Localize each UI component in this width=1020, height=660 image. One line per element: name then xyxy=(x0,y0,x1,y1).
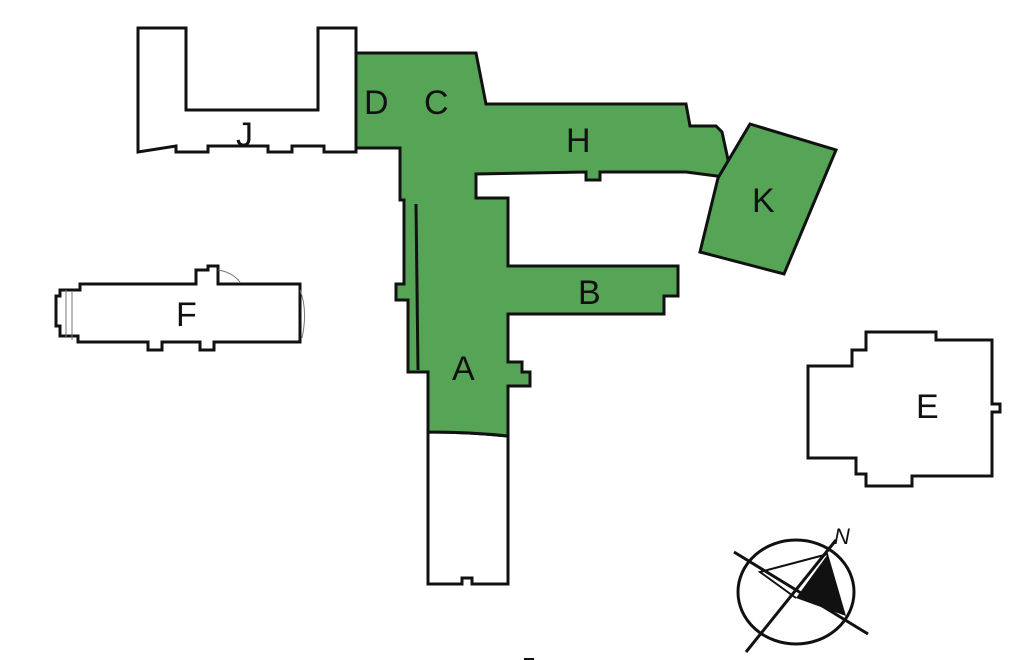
building-label-h: H xyxy=(566,122,591,160)
building-label-f: F xyxy=(176,296,197,334)
building-label-e: E xyxy=(916,388,939,426)
building-complex-d-c-h-a-b[interactable] xyxy=(354,51,734,438)
building-label-c: C xyxy=(424,84,449,122)
building-a-south-wing[interactable] xyxy=(426,430,510,586)
corridor-line xyxy=(414,203,420,371)
building-label-a: A xyxy=(452,350,475,388)
north-label: N xyxy=(834,524,850,549)
building-label-d: D xyxy=(364,84,389,122)
building-label-j: J xyxy=(236,116,253,154)
building-j[interactable] xyxy=(136,26,358,154)
building-k[interactable] xyxy=(698,122,839,276)
building-e[interactable] xyxy=(806,330,1002,488)
building-f[interactable] xyxy=(54,264,302,352)
building-label-k: K xyxy=(752,182,775,220)
north-arrow-icon: N xyxy=(733,524,869,653)
building-f-sketch-line xyxy=(65,269,306,340)
building-label-b: B xyxy=(578,274,601,312)
